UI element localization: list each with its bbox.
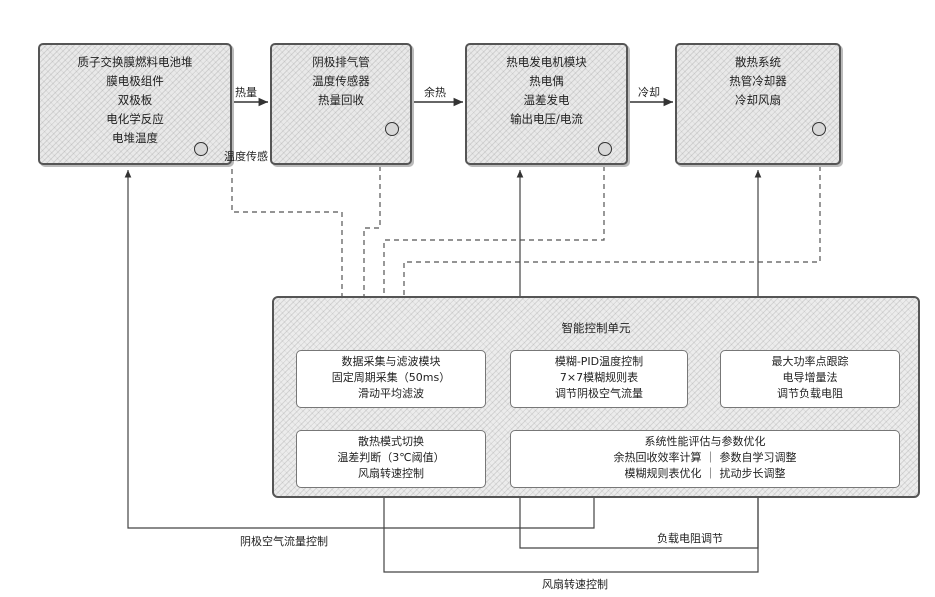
load-resistance-label: 负载电阻调节 — [655, 530, 725, 546]
mode-switch-module: 散热模式切换 温差判断（3℃阈值） 风扇转速控制 — [296, 430, 486, 488]
control-unit: 智能控制单元 数据采集与滤波模块 固定周期采集（50ms） 滑动平均滤波 模糊-… — [272, 296, 920, 498]
cooling-line: 冷却风扇 — [677, 91, 839, 110]
waste-heat-label: 余热 — [424, 84, 446, 100]
fuel-cell-line: 电化学反应 — [40, 110, 230, 129]
exhaust-line: 温度传感器 — [272, 72, 410, 91]
fuel-cell-line: 膜电极组件 — [40, 72, 230, 91]
cooling-block: 散热系统 热管冷却器 冷却风扇 — [675, 43, 841, 165]
mode-switch-line: 风扇转速控制 — [297, 466, 485, 482]
mode-switch-line: 温差判断（3℃阈值） — [297, 450, 485, 466]
mode-switch-title: 散热模式切换 — [297, 434, 485, 450]
teg-line: 温差发电 — [467, 91, 626, 110]
fuzzy-pid-line: 调节阴极空气流量 — [511, 386, 687, 402]
fan-speed-label: 风扇转速控制 — [540, 576, 610, 592]
mppt-module: 最大功率点跟踪 电导增量法 调节负载电阻 — [720, 350, 900, 408]
evaluation-module: 系统性能评估与参数优化 余热回收效率计算 ｜ 参数自学习调整 模糊规则表优化 ｜… — [510, 430, 900, 488]
cathode-air-label: 阴极空气流量控制 — [238, 533, 330, 549]
fuel-cell-line: 双极板 — [40, 91, 230, 110]
evaluation-line: 模糊规则表优化 ｜ 扰动步长调整 — [511, 466, 899, 482]
teg-title: 热电发电机模块 — [467, 53, 626, 72]
mppt-title: 最大功率点跟踪 — [721, 354, 899, 370]
evaluation-line: 余热回收效率计算 ｜ 参数自学习调整 — [511, 450, 899, 466]
fuel-cell-sensor-icon — [194, 142, 208, 156]
temp-sensor-label: 温度传感 — [224, 148, 268, 164]
fuel-cell-title: 质子交换膜燃料电池堆 — [40, 53, 230, 72]
evaluation-title: 系统性能评估与参数优化 — [511, 434, 899, 450]
cooling-sensor-icon — [812, 122, 826, 136]
acquisition-title: 数据采集与滤波模块 — [297, 354, 485, 370]
exhaust-sensor-icon — [385, 122, 399, 136]
exhaust-title: 阴极排气管 — [272, 53, 410, 72]
mppt-line: 电导增量法 — [721, 370, 899, 386]
heat-label: 热量 — [235, 84, 257, 100]
fuzzy-pid-module: 模糊-PID温度控制 7×7模糊规则表 调节阴极空气流量 — [510, 350, 688, 408]
teg-sensor-icon — [598, 142, 612, 156]
cooling-title: 散热系统 — [677, 53, 839, 72]
cooling-line: 热管冷却器 — [677, 72, 839, 91]
fuzzy-pid-title: 模糊-PID温度控制 — [511, 354, 687, 370]
mppt-line: 调节负载电阻 — [721, 386, 899, 402]
acquisition-line: 滑动平均滤波 — [297, 386, 485, 402]
exhaust-line: 热量回收 — [272, 91, 410, 110]
teg-line: 热电偶 — [467, 72, 626, 91]
control-unit-title: 智能控制单元 — [274, 320, 918, 336]
exhaust-block: 阴极排气管 温度传感器 热量回收 — [270, 43, 412, 165]
acquisition-module: 数据采集与滤波模块 固定周期采集（50ms） 滑动平均滤波 — [296, 350, 486, 408]
teg-line: 输出电压/电流 — [467, 110, 626, 129]
cooling-label: 冷却 — [638, 84, 660, 100]
acquisition-line: 固定周期采集（50ms） — [297, 370, 485, 386]
fuzzy-pid-line: 7×7模糊规则表 — [511, 370, 687, 386]
